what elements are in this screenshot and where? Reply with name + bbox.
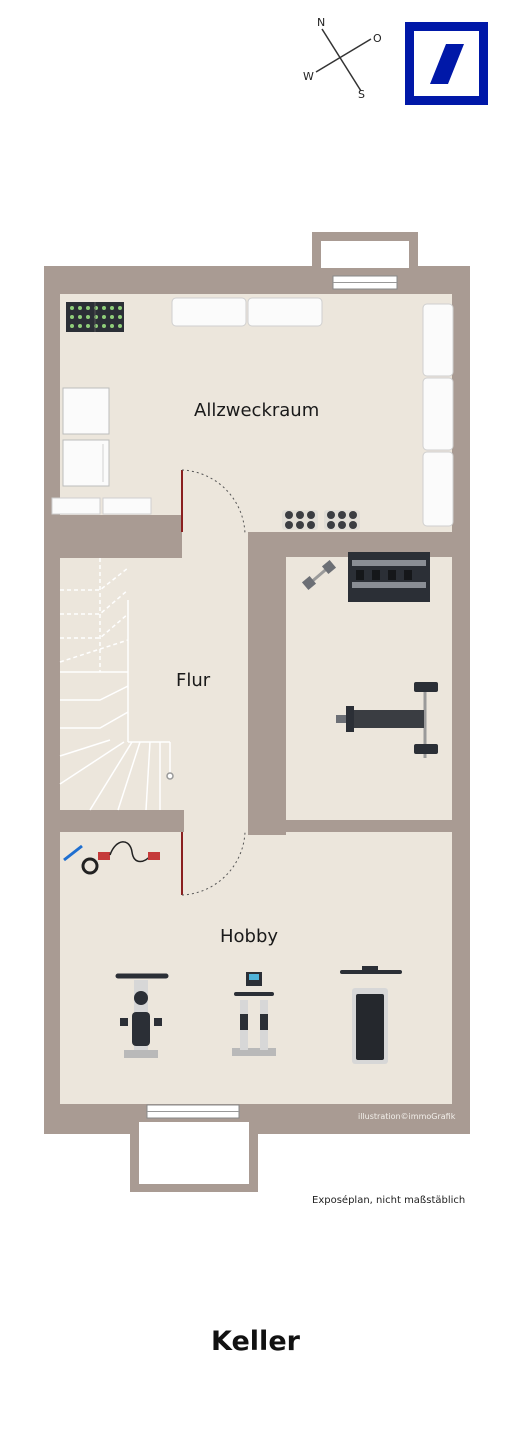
abdominal-bench-icon: [340, 966, 402, 1064]
bank-logo-icon: [405, 22, 488, 105]
plan-disclaimer: Exposéplan, nicht maßstäblich: [312, 1195, 466, 1206]
weight-plates-icon: [282, 510, 360, 530]
room-label-hobby: Hobby: [220, 926, 279, 947]
weight-bench-icon: [336, 682, 438, 758]
staircase-icon: [59, 558, 174, 811]
interior-walls: [44, 515, 452, 835]
compass-west: W: [303, 70, 314, 83]
compass-east: O: [373, 32, 382, 45]
floor-title: Keller: [211, 1326, 300, 1357]
dryer-icon: [62, 439, 110, 487]
compass-south: S: [358, 88, 365, 101]
elliptical-trainer-icon: [232, 972, 276, 1056]
jump-rope-icon: [63, 841, 160, 875]
washing-machine-icon: [62, 387, 110, 435]
windows: [146, 275, 398, 1119]
light-well-bottom: [139, 1122, 249, 1184]
beverage-crates-icon: [66, 302, 124, 332]
light-well-top: [321, 241, 409, 268]
compass-icon: N O S W: [303, 16, 382, 101]
wall-cabinets-right: [422, 303, 454, 527]
room-label-allzweckraum: Allzweckraum: [194, 400, 320, 421]
illustration-credit: illustration©immoGrafik: [358, 1112, 456, 1121]
dumbbell-rack-icon: [348, 552, 430, 602]
room-label-flur: Flur: [176, 670, 211, 691]
wall-cabinets-top: [171, 297, 323, 327]
exercise-bike-icon: [115, 973, 169, 1058]
doors: [181, 469, 246, 896]
dumbbell-icon: [301, 559, 337, 591]
compass-north: N: [317, 16, 325, 29]
shelf-units: [51, 497, 152, 515]
